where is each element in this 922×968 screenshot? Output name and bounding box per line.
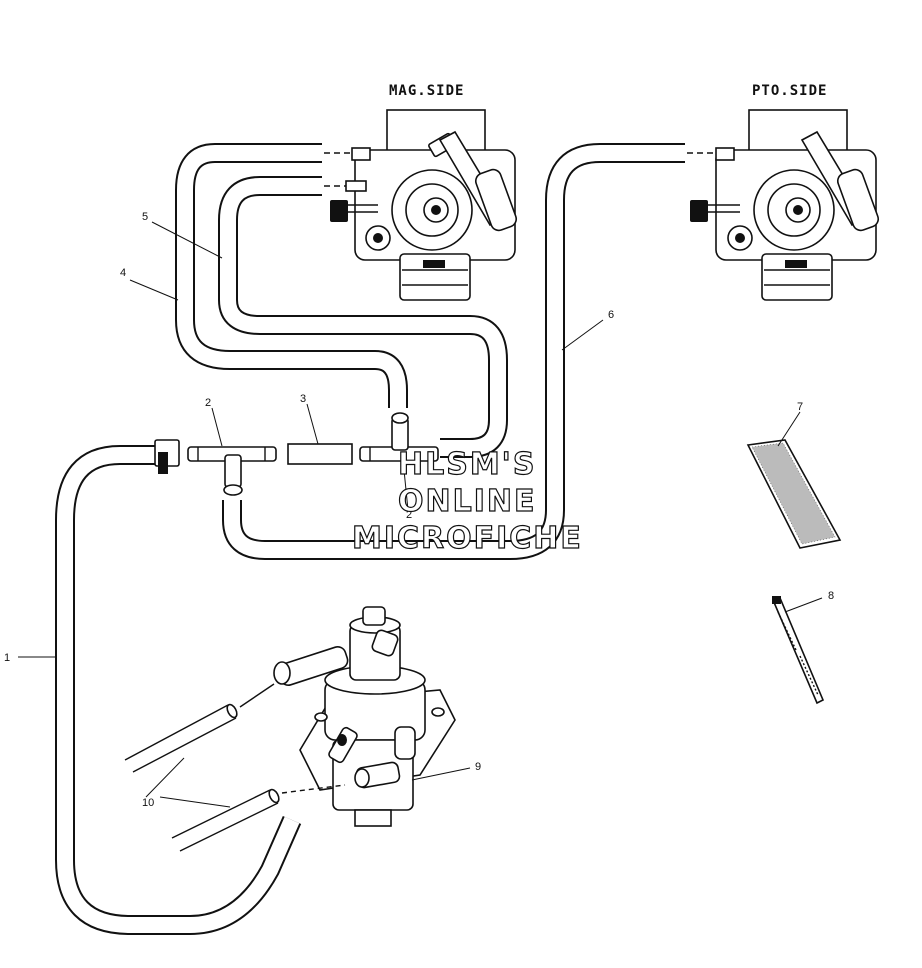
callout-6: 6 — [608, 309, 614, 321]
callout-5: 5 — [142, 211, 148, 223]
carb-connector-dashes — [324, 152, 716, 187]
vent-tube-upper — [124, 683, 275, 773]
carburetor-mag-icon — [330, 109, 518, 301]
callout-2-right: 2 — [406, 509, 412, 521]
carburetor-pto-icon — [690, 109, 880, 301]
fuel-pump-icon — [273, 606, 456, 827]
hose-clamp — [154, 439, 180, 474]
connector-3 — [287, 443, 353, 465]
t-fitting-right — [359, 412, 439, 462]
watermark-line-2: ONLINE — [398, 484, 537, 519]
hose-5 — [218, 176, 508, 458]
callout-9: 9 — [475, 761, 481, 773]
watermark-line-1: HLSM'S — [398, 447, 536, 482]
callout-1: 1 — [4, 652, 10, 664]
hose-1 — [55, 445, 302, 935]
hose-6 — [222, 143, 685, 560]
pto-side-label: PTO.SIDE — [752, 83, 827, 99]
hose-4 — [175, 143, 408, 408]
callout-8: 8 — [828, 590, 834, 602]
callout-3: 3 — [300, 393, 306, 405]
fuel-filter-icon — [746, 439, 842, 549]
callout-4: 4 — [120, 267, 126, 279]
callout-2-left: 2 — [205, 397, 211, 409]
callout-7: 7 — [797, 401, 803, 413]
watermark-line-3: MICROFICHE — [352, 521, 583, 556]
vent-tube-lower — [171, 784, 346, 852]
leader-lines — [18, 221, 823, 808]
callout-10: 10 — [142, 797, 154, 809]
cable-tie-icon — [771, 596, 825, 705]
t-fitting-left — [187, 446, 277, 496]
mag-side-label: MAG.SIDE — [389, 83, 464, 99]
